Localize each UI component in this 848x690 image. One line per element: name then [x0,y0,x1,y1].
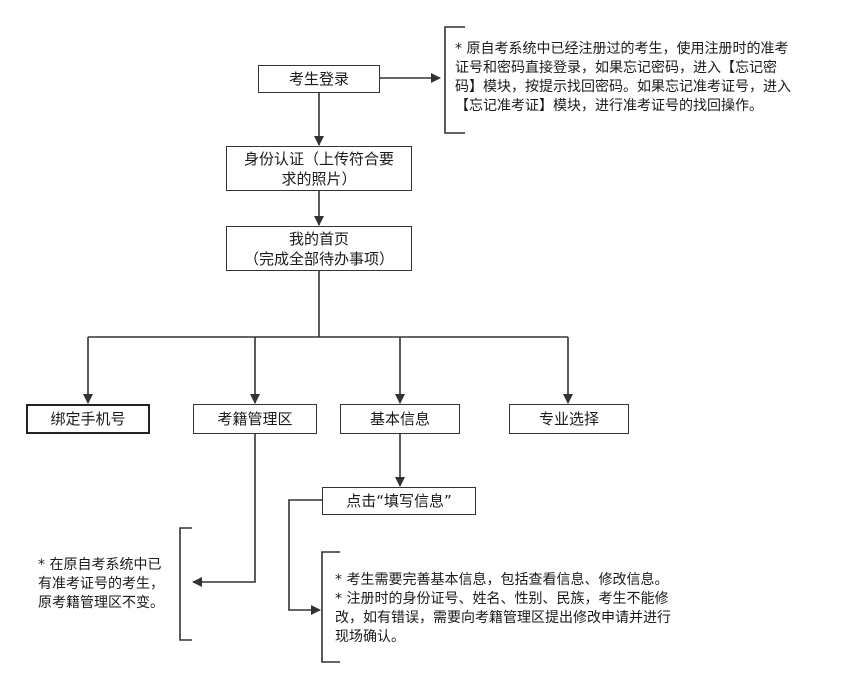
major-label: 专业选择 [538,410,599,428]
region-label: 考籍管理区 [217,410,293,428]
region-box: 考籍管理区 [193,404,317,434]
home-box: 我的首页 （完成全部待办事项） [226,226,412,271]
region-note: * 在原自考系统中已 有准考证号的考生， 原考籍管理区不变。 [38,556,164,613]
login-note: * 原自考系统中已经注册过的考生，使用注册时的准考 证号和密码直接登录，如果忘记… [455,40,791,116]
auth-label-line1: 身份认证（上传符合要 [243,149,394,168]
region-note-line: 有准考证号的考生， [38,576,164,592]
home-label-line2: （完成全部待办事项） [243,249,394,268]
arrow-fill-to-note [288,499,322,615]
region-note-line: * 在原自考系统中已 [38,557,162,573]
basic-info-label: 基本信息 [369,410,430,428]
info-note-line: 现场确认。 [335,629,405,645]
major-box: 专业选择 [509,404,629,434]
info-note: * 考生需要完善基本信息，包括查看信息、修改信息。 * 注册时的身份证号、姓名、… [335,571,671,647]
login-note-line: 码】模块，按提示找回密码。如果忘记准考证号，进入 [455,79,791,95]
bracket-login-note [444,26,465,134]
info-note-line: * 注册时的身份证号、姓名、性别、民族，考生不能修 [335,591,669,607]
fill-info-box: 点击“填写信息” [322,487,476,515]
home-label-line1: 我的首页 [288,229,349,248]
login-note-line: 【忘记准考证】模块，进行准考证号的找回操作。 [455,98,763,114]
info-note-line: 改，如有错误，需要向考籍管理区提出修改申请并进行 [335,610,671,626]
info-note-line: * 考生需要完善基本信息，包括查看信息、修改信息。 [335,572,669,588]
fill-info-label: 点击“填写信息” [346,492,452,510]
region-note-line: 原考籍管理区不变。 [38,595,164,611]
bind-phone-label: 绑定手机号 [50,410,126,428]
login-note-line: 证号和密码直接登录，如果忘记密码，进入【忘记密 [455,60,777,76]
login-note-line: * 原自考系统中已经注册过的考生，使用注册时的准考 [455,41,789,57]
bracket-info-note [321,551,340,663]
bind-phone-box: 绑定手机号 [26,404,150,434]
arrow-region-to-note [192,433,256,587]
basic-info-box: 基本信息 [340,404,460,434]
bracket-region-note [179,527,192,641]
login-box: 考生登录 [258,65,380,93]
login-label: 考生登录 [288,70,349,88]
auth-box: 身份认证（上传符合要 求的照片） [226,146,412,191]
auth-label-line2: 求的照片） [281,169,357,188]
